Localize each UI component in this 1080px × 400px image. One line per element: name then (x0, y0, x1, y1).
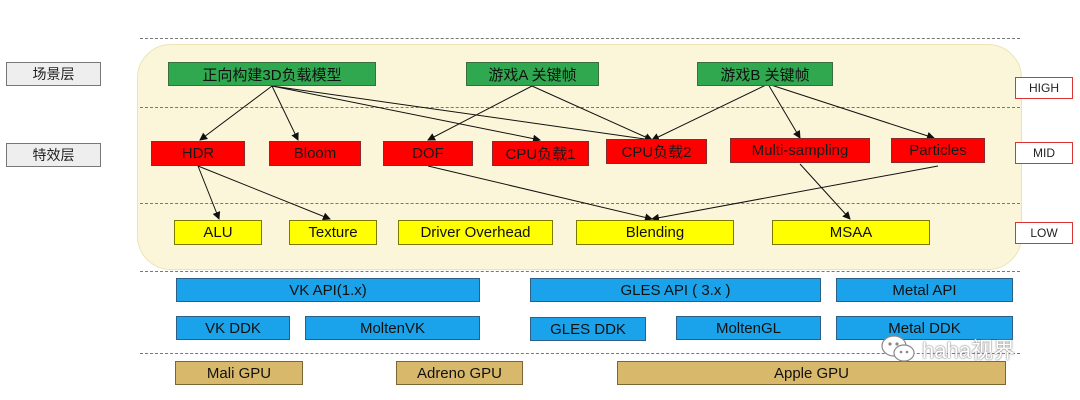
bloom-node: Bloom (269, 141, 361, 166)
gpu-divider (140, 353, 1020, 354)
blending-node: Blending (576, 220, 734, 245)
watermark-text: haha视界 (922, 338, 1015, 363)
texture-node: Texture (289, 220, 377, 245)
gles-ddk-node: GLES DDK (530, 317, 646, 341)
cpu-load1-node: CPU负载1 (492, 141, 589, 166)
forward-build-node: 正向构建3D负载模型 (168, 62, 376, 86)
gles-api-node: GLES API ( 3.x ) (530, 278, 821, 302)
top-divider (140, 38, 1020, 39)
engine-divider (140, 271, 1020, 272)
metal-api-node: Metal API (836, 278, 1013, 302)
dof-node: DOF (383, 141, 473, 166)
moltenvk-node: MoltenVK (305, 316, 480, 340)
chat-bubbles-icon (881, 335, 915, 362)
high-mid-divider (140, 107, 1020, 108)
multi-sampling-node: Multi-sampling (730, 138, 870, 163)
driver-overhead-node: Driver Overhead (398, 220, 553, 245)
level-mid-tag: MID (1015, 142, 1073, 164)
level-low-tag: LOW (1015, 222, 1073, 244)
cpu-load2-node: CPU负载2 (606, 139, 707, 164)
level-high-tag: HIGH (1015, 77, 1073, 99)
vk-api-node: VK API(1.x) (176, 278, 480, 302)
game-a-keyframe-node: 游戏A 关键帧 (466, 62, 599, 86)
alu-node: ALU (174, 220, 262, 245)
mali-gpu-node: Mali GPU (175, 361, 303, 385)
vk-ddk-node: VK DDK (176, 316, 290, 340)
metal-ddk-node: Metal DDK (836, 316, 1013, 340)
particles-node: Particles (891, 138, 985, 163)
apple-gpu-node: Apple GPU (617, 361, 1006, 385)
scene-layer-label: 场景层 (6, 62, 101, 86)
adreno-gpu-node: Adreno GPU (396, 361, 523, 385)
watermark: haha视界 (880, 333, 1015, 365)
game-b-keyframe-node: 游戏B 关键帧 (697, 62, 833, 86)
msaa-node: MSAA (772, 220, 930, 245)
effects-layer-label: 特效层 (6, 143, 101, 167)
moltengl-node: MoltenGL (676, 316, 821, 340)
hdr-node: HDR (151, 141, 245, 166)
mid-low-divider (140, 203, 1020, 204)
